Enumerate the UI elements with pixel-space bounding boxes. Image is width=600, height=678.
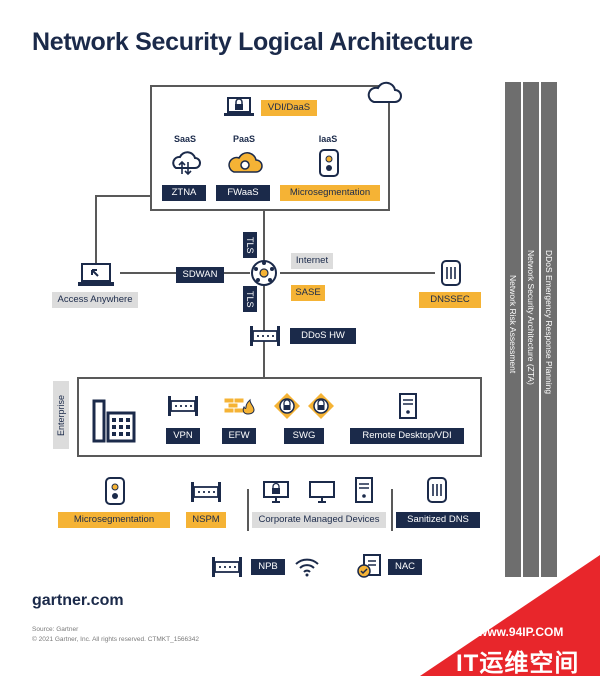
sanitized-dns-label: Sanitized DNS bbox=[396, 512, 480, 528]
laptop-icon bbox=[78, 263, 114, 286]
efw-label: EFW bbox=[222, 428, 256, 444]
nac-document-icon bbox=[357, 554, 381, 578]
saas-label: SaaS bbox=[173, 134, 197, 144]
corporate-devices-label: Corporate Managed Devices bbox=[252, 512, 386, 528]
watermark-triangle bbox=[420, 555, 600, 676]
sdwan-label: SDWAN bbox=[176, 267, 224, 283]
building-icon bbox=[92, 399, 136, 443]
swg-shield-icon bbox=[308, 393, 334, 419]
watermark-url: www.94IP.COM bbox=[478, 625, 564, 639]
npb-label: NPB bbox=[251, 559, 285, 575]
brand-url: gartner.com bbox=[32, 592, 124, 609]
internet-label: Internet bbox=[291, 253, 333, 269]
microsegmentation-label: Microsegmentation bbox=[58, 512, 170, 528]
ztna-label: ZTNA bbox=[162, 185, 206, 201]
ddos-hw-label: DDoS HW bbox=[290, 328, 356, 344]
ddos-planning-label: DDoS Emergency Response Planning bbox=[544, 250, 554, 395]
access-anywhere-label: Access Anywhere bbox=[52, 292, 138, 308]
nspm-label: NSPM bbox=[186, 512, 226, 528]
sase-label: SASE bbox=[291, 285, 325, 301]
copyright-text: © 2021 Gartner, Inc. All rights reserved… bbox=[32, 636, 200, 643]
database-icon bbox=[441, 260, 461, 286]
connector bbox=[391, 489, 393, 531]
connector bbox=[95, 195, 97, 263]
vpn-label: VPN bbox=[166, 428, 200, 444]
cloud-icon bbox=[367, 81, 402, 103]
swg-shield-icon bbox=[274, 393, 300, 419]
zta-label: Network Security Architecture (ZTA) bbox=[526, 250, 536, 385]
firewall-icon bbox=[223, 397, 255, 415]
connector bbox=[95, 195, 152, 197]
watermark-text: IT运维空间 bbox=[456, 650, 580, 677]
cloud-transfer-icon bbox=[172, 151, 201, 176]
risk-assessment-label: Network Risk Assessment bbox=[508, 275, 518, 374]
vpn-hardware-icon bbox=[168, 396, 198, 416]
risk-assessment-bar bbox=[505, 82, 521, 577]
server-icon bbox=[399, 393, 417, 419]
connector bbox=[247, 489, 249, 531]
microsegmentation-cloud-label: Microsegmentation bbox=[280, 185, 380, 201]
tls-bottom-label: TLS bbox=[243, 286, 257, 312]
remote-desktop-label: Remote Desktop/VDI bbox=[350, 428, 464, 444]
dnssec-label: DNSSEC bbox=[419, 292, 481, 308]
server-icon bbox=[355, 477, 373, 503]
tls-top-label: TLS bbox=[243, 232, 257, 258]
connector bbox=[280, 272, 435, 274]
database-icon bbox=[427, 477, 447, 503]
iaas-label: IaaS bbox=[318, 134, 338, 144]
nac-label: NAC bbox=[388, 559, 422, 575]
wifi-icon bbox=[295, 558, 319, 577]
zta-bar bbox=[523, 82, 539, 577]
swg-label: SWG bbox=[284, 428, 324, 444]
paas-label: PaaS bbox=[232, 134, 256, 144]
database-icon bbox=[105, 477, 125, 505]
page-title: Network Security Logical Architecture bbox=[32, 28, 473, 56]
ddos-hardware-icon bbox=[250, 326, 280, 346]
database-icon bbox=[319, 149, 339, 177]
ddos-planning-bar bbox=[541, 82, 557, 577]
monitor-lock-icon bbox=[263, 481, 289, 503]
nspm-hardware-icon bbox=[191, 482, 221, 502]
laptop-lock-icon bbox=[224, 97, 254, 116]
vdi-daas-label: VDI/DaaS bbox=[261, 100, 317, 116]
globe-icon bbox=[251, 260, 277, 286]
connector bbox=[263, 207, 265, 262]
monitor-icon bbox=[309, 481, 335, 503]
source-text: Source: Gartner bbox=[32, 626, 79, 633]
enterprise-tag: Enterprise bbox=[53, 381, 69, 449]
npb-hardware-icon bbox=[212, 557, 242, 577]
fwaas-label: FWaaS bbox=[216, 185, 270, 201]
cloud-gear-icon bbox=[228, 152, 263, 173]
